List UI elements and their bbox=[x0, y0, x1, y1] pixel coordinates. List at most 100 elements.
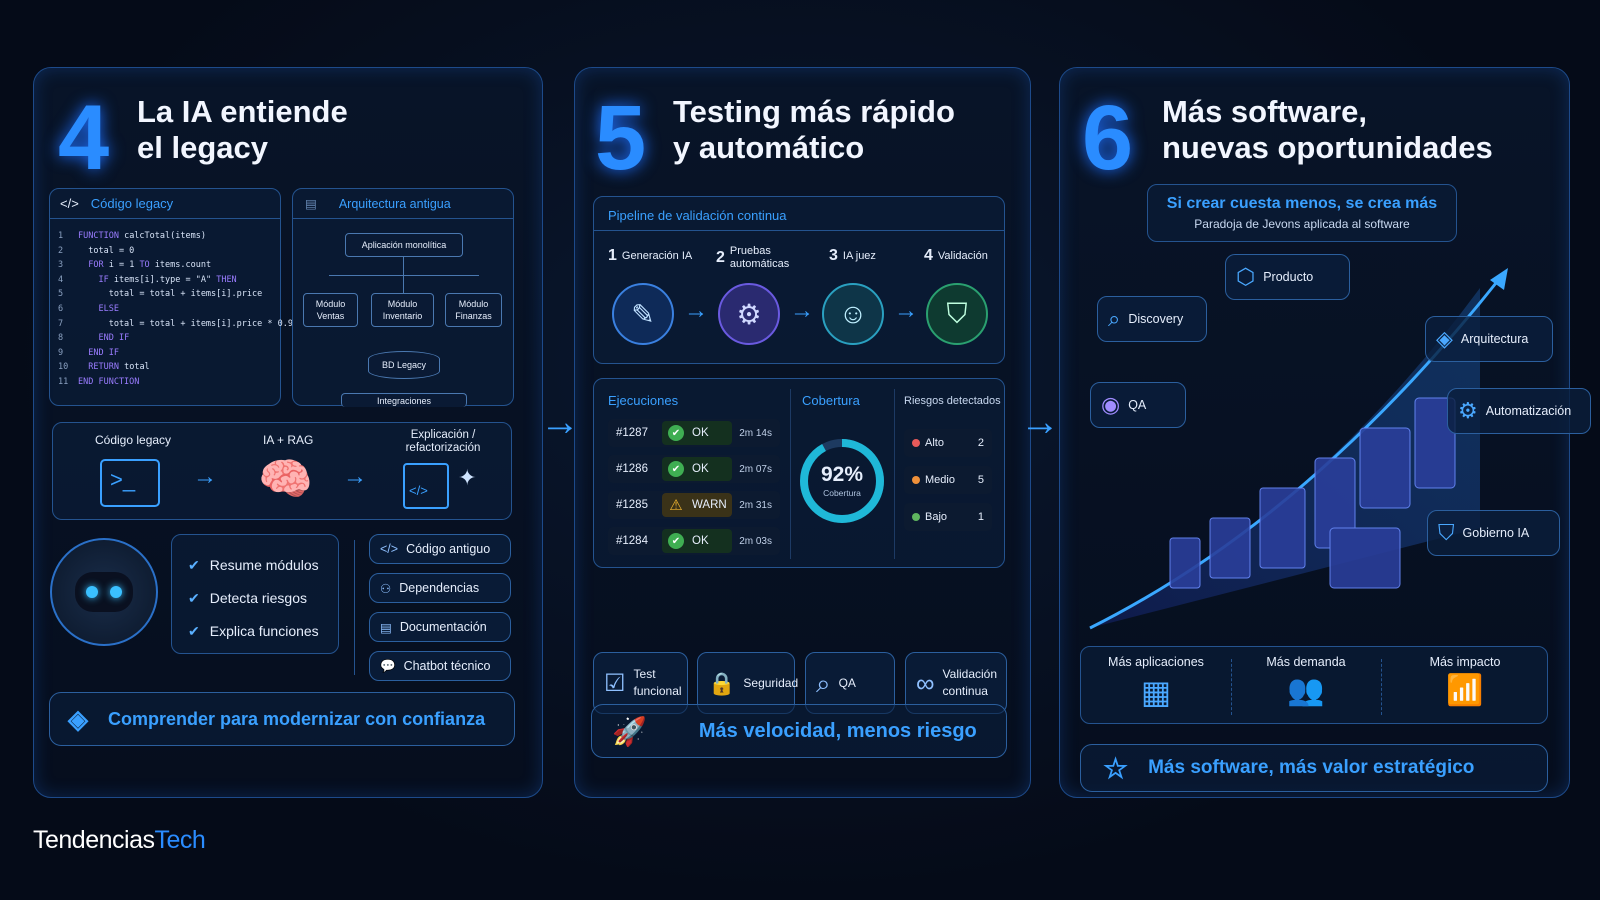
code-icon: </> bbox=[380, 542, 399, 556]
section-number: 5 bbox=[595, 87, 647, 189]
coverage-donut bbox=[800, 439, 884, 523]
legacy-db: BD Legacy bbox=[368, 351, 440, 379]
layers-icon: ◈ bbox=[1436, 326, 1453, 351]
stat-impact: Más impacto📶 bbox=[1381, 655, 1549, 708]
check-item: ✔Explica funciones bbox=[188, 623, 319, 639]
tile-qa: ⌕QA bbox=[805, 652, 895, 714]
search-icon: ⌕ bbox=[1108, 306, 1121, 331]
warning-icon: ⚠ bbox=[669, 497, 683, 514]
ai-capabilities: ✔Resume módulos ✔Detecta riesgos ✔Explic… bbox=[171, 534, 339, 654]
code-line: 7 total = total + items[i].price * 0.9 bbox=[58, 318, 293, 329]
chat-icon: 💬 bbox=[380, 658, 396, 673]
network-icon: ⚇ bbox=[380, 581, 392, 596]
chip-documentation: ▤Documentación bbox=[369, 612, 511, 642]
node-automation: ⚙Automatización bbox=[1447, 388, 1591, 434]
module-sales: Módulo Ventas bbox=[303, 293, 358, 327]
robot-arm-icon: ⚙ bbox=[1458, 398, 1478, 423]
status-badge: ⚠WARN bbox=[662, 493, 732, 517]
check-icon: ✔ bbox=[668, 461, 684, 477]
gear-icon: ⚙ bbox=[718, 283, 780, 345]
banner-software: ☆Más software, más valor estratégico bbox=[1080, 744, 1548, 792]
panel-opportunities: 6 Más software,nuevas oportunidades Si c… bbox=[1059, 67, 1591, 798]
execution-row: #1284 ✔OK 2m 03s bbox=[608, 527, 780, 555]
check-icon: ✔ bbox=[668, 425, 684, 441]
code-line: 5 total = total + items[i].price bbox=[58, 289, 263, 300]
building-icon: ▤ bbox=[305, 197, 317, 211]
module-finance: Módulo Finanzas bbox=[445, 293, 502, 327]
code-line: 4 IF items[i].type = "A" THEN bbox=[58, 274, 237, 285]
module-inventory: Módulo Inventario bbox=[371, 293, 434, 327]
brain-icon: 🧠 bbox=[258, 455, 313, 504]
code-line: 8 END IF bbox=[58, 333, 130, 344]
check-icon: ✔ bbox=[668, 533, 684, 549]
chip-legacy-code: </>Código antiguo bbox=[369, 534, 511, 564]
grid-icon: ▦ bbox=[1140, 674, 1172, 710]
section-number: 6 bbox=[1082, 87, 1134, 189]
node-product: ⬡Producto bbox=[1225, 254, 1350, 300]
results: Ejecuciones #1287 ✔OK 2m 14s#1286 ✔OK 2m… bbox=[593, 378, 1005, 568]
code-icon: </> bbox=[60, 196, 79, 211]
code-line: 6 ELSE bbox=[58, 303, 119, 314]
section-title: Más software,nuevas oportunidades bbox=[1162, 94, 1493, 165]
lock-icon: 🔒 bbox=[708, 670, 736, 696]
terminal-icon: >_ bbox=[100, 459, 160, 507]
robot-icon: ☺ bbox=[822, 283, 884, 345]
node-qa: ◉QA bbox=[1090, 382, 1186, 428]
jevons-quote: Si crear cuesta menos, se crea más Parad… bbox=[1147, 184, 1457, 242]
check-item: ✔Detecta riesgos bbox=[188, 590, 308, 606]
status-badge: ✔OK bbox=[662, 421, 732, 445]
magic-wand-icon: ✎ bbox=[612, 283, 674, 345]
status-badge: ✔OK bbox=[662, 529, 732, 553]
ai-flow: Código legacy IA + RAG Explicación / ref… bbox=[52, 422, 512, 520]
bar-chart-icon: 📶 bbox=[1446, 674, 1484, 707]
arrow-right-icon: → bbox=[540, 400, 580, 444]
chip-chatbot: 💬Chatbot técnico bbox=[369, 651, 511, 681]
banner-legacy: ◈Comprender para modernizar con confianz… bbox=[49, 692, 515, 746]
rocket-icon: 🚀 bbox=[612, 715, 647, 747]
integrations: Integraciones bbox=[341, 393, 467, 407]
layers-icon: ◈ bbox=[68, 703, 88, 734]
node-architecture: ◈Arquitectura bbox=[1425, 316, 1553, 362]
node-discovery: ⌕Discovery bbox=[1097, 296, 1207, 342]
architecture-panel: ▤Arquitectura antigua Aplicación monolít… bbox=[292, 188, 514, 407]
document-code-icon: </> bbox=[403, 463, 449, 509]
brand-logo: TendenciasTech bbox=[33, 826, 206, 854]
node-ai-governance: ⛉Gobierno IA bbox=[1427, 510, 1560, 556]
star-icon: ☆ bbox=[1103, 752, 1129, 784]
arrow-right-icon: → bbox=[1020, 400, 1060, 444]
impact-stats: Más aplicaciones▦ Más demanda👥 Más impac… bbox=[1080, 646, 1548, 724]
chip-dependencies: ⚇Dependencias bbox=[369, 573, 511, 603]
section-number: 4 bbox=[58, 87, 110, 189]
stat-apps: Más aplicaciones▦ bbox=[1081, 655, 1231, 711]
document-icon: ▤ bbox=[380, 620, 392, 635]
monolith-box: Aplicación monolítica bbox=[345, 233, 463, 257]
banner-testing: 🚀Más velocidad, menos riesgo bbox=[591, 704, 1007, 758]
shield-check-icon: ⛉ bbox=[926, 283, 988, 345]
execution-row: #1286 ✔OK 2m 07s bbox=[608, 455, 780, 483]
checklist-icon: ☑ bbox=[604, 669, 626, 697]
stat-demand: Más demanda👥 bbox=[1231, 655, 1381, 708]
execution-row: #1285 ⚠WARN 2m 31s bbox=[608, 491, 780, 519]
check-circle-icon: ◉ bbox=[1101, 392, 1121, 417]
tile-continuous-validation: ∞Validación continua bbox=[905, 652, 1007, 714]
infinity-icon: ∞ bbox=[916, 667, 935, 698]
cube-icon: ⬡ bbox=[1236, 264, 1256, 289]
shield-check-icon: ⛉ bbox=[1438, 520, 1455, 545]
users-icon: 👥 bbox=[1287, 674, 1325, 707]
code-line: 10 RETURN total bbox=[58, 362, 150, 373]
execution-row: #1287 ✔OK 2m 14s bbox=[608, 419, 780, 447]
tile-functional-test: ☑Test funcional bbox=[593, 652, 688, 714]
code-line: 3 FOR i = 1 TO items.count bbox=[58, 260, 212, 271]
code-line: 2 total = 0 bbox=[58, 245, 135, 256]
growth-curve bbox=[1089, 268, 1508, 630]
